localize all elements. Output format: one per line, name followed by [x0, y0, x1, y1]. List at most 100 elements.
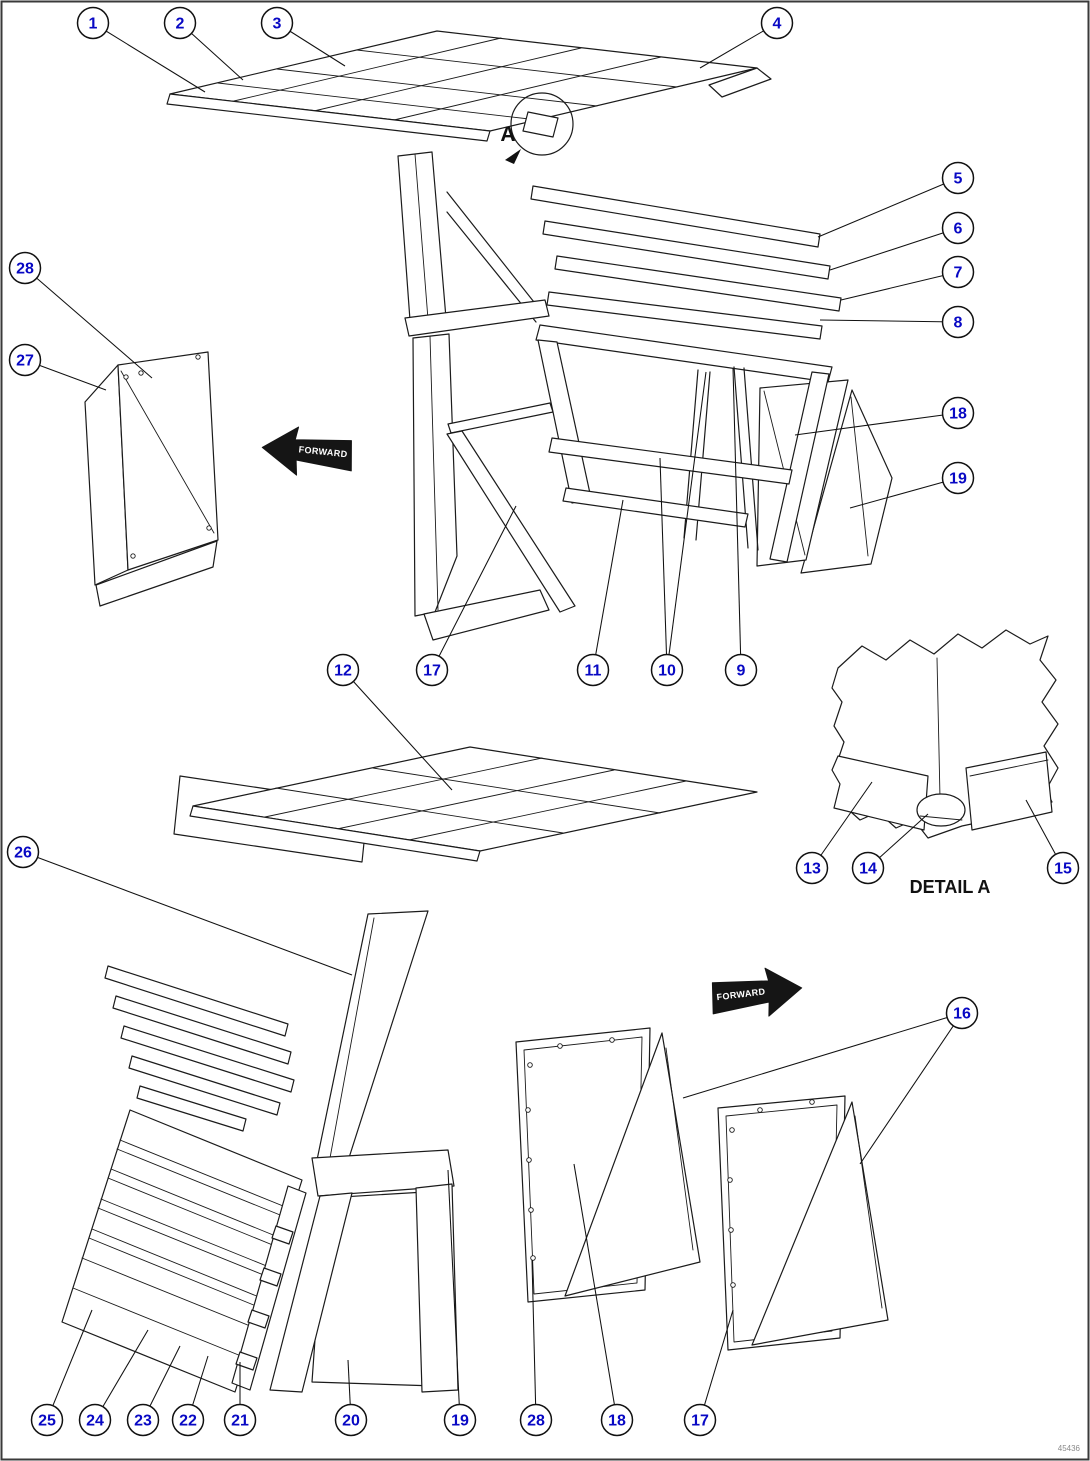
balloon-number: 11: [585, 663, 602, 680]
balloon-circle: [171, 1403, 205, 1437]
leader-line-17: [431, 505, 517, 671]
callout-balloon-12-12[interactable]: 12: [326, 653, 360, 687]
callout-balloon-5-4[interactable]: 5: [941, 161, 975, 195]
exploded-view-artwork: [61, 30, 1059, 1393]
balloon-circle: [415, 653, 449, 687]
balloon-number: 24: [86, 1413, 104, 1430]
callout-balloon-2-1[interactable]: 2: [163, 6, 197, 40]
balloon-number: 9: [737, 663, 746, 680]
balloon-number: 6: [954, 221, 963, 238]
leader-line-18: [573, 1163, 618, 1421]
callout-balloon-7-6[interactable]: 7: [941, 255, 975, 289]
radiator-guard-frame: [535, 324, 833, 563]
leader-line-28: [531, 1259, 537, 1421]
balloon-circle: [760, 6, 794, 40]
balloon-number: 15: [1054, 861, 1072, 878]
leader-line-17: [699, 1309, 734, 1421]
leader-line-19: [447, 1169, 461, 1421]
balloon-number: 18: [949, 406, 967, 423]
callout-balloon-21-26[interactable]: 21: [223, 1403, 257, 1437]
callout-balloon-23-24[interactable]: 23: [126, 1403, 160, 1437]
balloon-circle: [600, 1403, 634, 1437]
balloon-number: 2: [176, 16, 185, 33]
detail-a-label: DETAIL A: [910, 877, 991, 897]
callout-balloon-9-16[interactable]: 9: [724, 653, 758, 687]
callout-balloon-11-14[interactable]: 11: [576, 653, 610, 687]
floor-panel-assembly: [173, 746, 758, 863]
balloon-number: 12: [334, 663, 352, 680]
callout-balloon-25-22[interactable]: 25: [30, 1403, 64, 1437]
upper-grille-slats: [530, 185, 842, 340]
view-a-arrowhead: [505, 149, 521, 164]
labels-layer: A FORWARD FORWARD DETAIL A 45436: [261, 92, 1081, 1453]
balloon-number: 18: [608, 1413, 626, 1430]
callout-balloon-18-10[interactable]: 18: [941, 396, 975, 430]
cover-panel-pair-front: [515, 1027, 701, 1303]
balloon-number: 19: [451, 1413, 469, 1430]
callout-balloon-28-29[interactable]: 28: [519, 1403, 553, 1437]
forward-arrow-right: FORWARD: [711, 967, 803, 1017]
balloon-circle: [941, 255, 975, 289]
leader-line-26: [22, 851, 353, 976]
callout-balloon-27-9[interactable]: 27: [8, 343, 42, 377]
callout-balloon-6-5[interactable]: 6: [941, 211, 975, 245]
callout-balloon-22-25[interactable]: 22: [171, 1403, 205, 1437]
callout-balloon-20-27[interactable]: 20: [334, 1403, 368, 1437]
balloon-number: 7: [954, 265, 963, 282]
cover-panel-pair-rear: [717, 1095, 889, 1351]
balloon-circle: [795, 851, 829, 885]
balloon-number: 22: [179, 1413, 197, 1430]
callout-balloon-3-2[interactable]: 3: [260, 6, 294, 40]
balloon-circle: [163, 6, 197, 40]
callout-balloon-13-17[interactable]: 13: [795, 851, 829, 885]
balloon-number: 1: [89, 16, 98, 33]
balloon-circle: [945, 996, 979, 1030]
balloon-number: 3: [273, 16, 282, 33]
leader-line-10: [659, 457, 668, 671]
callout-balloon-18-30[interactable]: 18: [600, 1403, 634, 1437]
doc-code: 45436: [1058, 1444, 1081, 1453]
balloon-circle: [941, 161, 975, 195]
leader-line-1: [92, 22, 206, 93]
callout-balloon-24-23[interactable]: 24: [78, 1403, 112, 1437]
callout-balloon-19-28[interactable]: 19: [443, 1403, 477, 1437]
view-a-marker: A: [500, 92, 574, 164]
view-a-circle: [510, 92, 574, 156]
balloon-number: 5: [954, 171, 963, 188]
callout-balloon-8-7[interactable]: 8: [941, 305, 975, 339]
leader-line-9: [732, 367, 742, 671]
callout-balloon-15-19[interactable]: 15: [1046, 851, 1080, 885]
leader-line-16: [682, 1012, 963, 1099]
callout-balloon-1-0[interactable]: 1: [76, 6, 110, 40]
callout-balloon-26-20[interactable]: 26: [6, 835, 40, 869]
leader-line-18: [794, 412, 959, 436]
callout-balloon-28-8[interactable]: 28: [8, 251, 42, 285]
balloon-number: 8: [954, 315, 963, 332]
callout-balloon-14-18[interactable]: 14: [851, 851, 885, 885]
balloon-circle: [650, 653, 684, 687]
balloon-number: 26: [14, 845, 32, 862]
balloon-number: 21: [231, 1413, 249, 1430]
callout-balloon-17-31[interactable]: 17: [683, 1403, 717, 1437]
leader-line-11: [592, 499, 624, 671]
balloon-circle: [8, 343, 42, 377]
balloon-circle: [326, 653, 360, 687]
callout-balloon-4-3[interactable]: 4: [760, 6, 794, 40]
callout-balloon-10-15[interactable]: 10: [650, 653, 684, 687]
callout-balloon-16-21[interactable]: 16: [945, 996, 979, 1030]
balloon-number: 28: [527, 1413, 545, 1430]
leader-line-19: [849, 477, 959, 509]
detail-a-block: [831, 629, 1059, 839]
callout-balloon-19-11[interactable]: 19: [941, 461, 975, 495]
callout-balloon-17-13[interactable]: 17: [415, 653, 449, 687]
balloon-number: 17: [423, 663, 441, 680]
lower-grille-assembly: [61, 910, 459, 1393]
leader-line-12: [342, 669, 453, 791]
balloon-circle: [223, 1403, 257, 1437]
leader-line-25: [46, 1309, 93, 1421]
balloon-circle: [941, 305, 975, 339]
rops-post: [397, 151, 576, 641]
balloon-number: 4: [773, 16, 782, 33]
balloon-circle: [334, 1403, 368, 1437]
